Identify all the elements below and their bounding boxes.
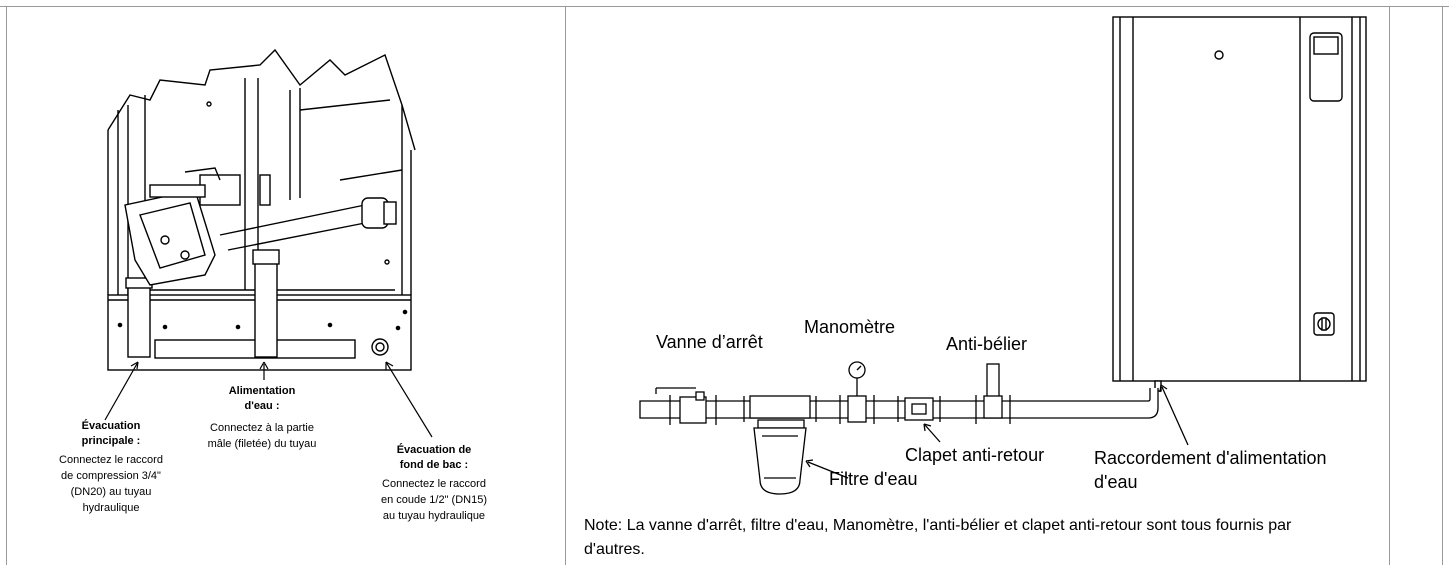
water-supply-title: Alimentation d'eau : [228,385,296,412]
humidifier-unit [1112,16,1367,392]
cabinet-drawing [107,48,416,371]
water-hammer-label: Anti-bélier [946,334,1028,354]
main-drain-desc: Connectez le raccord de compression 3/4"… [59,454,163,514]
main-drain-label: Évacuation principale : Connectez le rac… [56,419,166,516]
pan-drain-title: Évacuation de fond de bac : [396,444,472,471]
main-drain-title: Évacuation principale : [81,420,141,447]
supply-connection-label-line1: Raccordement d'alimentation [1094,448,1327,468]
main-drain-arrow [104,361,139,421]
pan-drain-desc: Connectez le raccord en coude 1/2" (DN15… [380,478,488,522]
supply-connection-label-line2: d'eau [1094,472,1138,492]
water-supply-desc: Connectez à la partie mâle (filetée) du … [207,422,317,450]
right-arrows [805,384,1189,479]
pan-drain-label: Évacuation de fond de bac : Connectez le… [375,443,493,524]
pressure-gauge-label: Manomètre [804,317,896,337]
left-arrows [104,361,433,438]
water-filter-label: Filtre d'eau [829,469,918,489]
water-supply-label: Alimentation d'eau : Connectez à la part… [178,384,346,452]
check-valve-label: Clapet anti-retour [905,445,1045,465]
shutoff-valve-label: Vanne d’arrêt [656,332,763,352]
supply-note: Note: La vanne d'arrêt, filtre d'eau, Ma… [584,517,1292,558]
supply-piping [639,361,1159,495]
pan-drain-arrow [385,361,433,438]
table-grid [0,6,1449,565]
